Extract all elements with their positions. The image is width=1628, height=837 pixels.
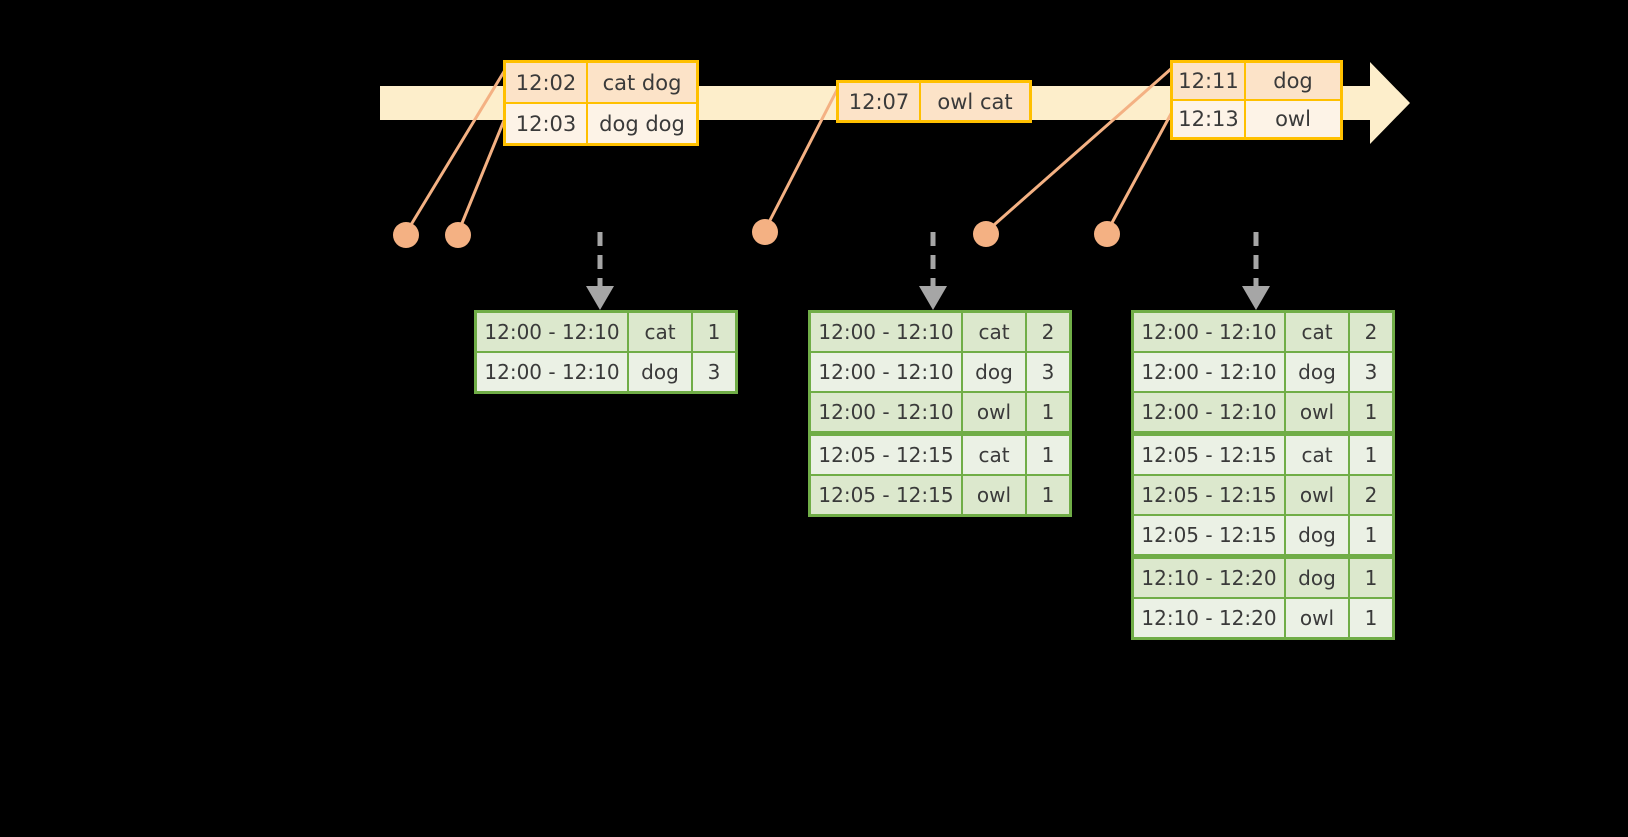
cell-word: dog: [629, 353, 691, 391]
connector-line-2: [456, 117, 507, 234]
cell-count: 3: [693, 353, 735, 391]
message-row: 12:07 owl cat: [839, 83, 1029, 120]
cell-count: 1: [1027, 476, 1069, 514]
table-row: 12:00 - 12:10 owl 1: [1134, 393, 1392, 431]
cell-word: cat: [963, 436, 1025, 474]
message-time: 12:03: [506, 104, 588, 143]
cell-word: owl: [963, 393, 1025, 431]
cell-window: 12:05 - 12:15: [1134, 476, 1284, 514]
cell-word: owl: [1286, 476, 1348, 514]
connector-line-3: [763, 87, 840, 231]
dashed-arrow-head-1: [586, 286, 614, 310]
cell-count: 2: [1027, 313, 1069, 351]
message-box-1[interactable]: 12:02 cat dog 12:03 dog dog: [503, 60, 699, 146]
cell-window: 12:10 - 12:20: [1134, 559, 1284, 597]
cell-window: 12:00 - 12:10: [477, 353, 627, 391]
cell-window: 12:00 - 12:10: [1134, 353, 1284, 391]
cell-window: 12:05 - 12:15: [1134, 516, 1284, 554]
table-row: 12:05 - 12:15 dog 1: [1134, 516, 1392, 554]
cell-window: 12:05 - 12:15: [811, 436, 961, 474]
table-row: 12:05 - 12:15 owl 1: [811, 476, 1069, 514]
cell-word: cat: [1286, 436, 1348, 474]
event-dot: [752, 219, 778, 245]
cell-window: 12:10 - 12:20: [1134, 599, 1284, 637]
cell-word: cat: [963, 313, 1025, 351]
event-dot: [973, 221, 999, 247]
result-table-3[interactable]: 12:00 - 12:10 cat 2 12:00 - 12:10 dog 3 …: [1131, 310, 1395, 640]
message-row: 12:11 dog: [1173, 63, 1340, 99]
cell-word: dog: [1286, 559, 1348, 597]
event-dot: [1094, 221, 1120, 247]
cell-word: owl: [1286, 393, 1348, 431]
cell-count: 1: [1350, 393, 1392, 431]
event-dot: [393, 222, 419, 248]
dashed-arrow-head-2: [919, 286, 947, 310]
table-row: 12:00 - 12:10 owl 1: [811, 393, 1069, 431]
cell-count: 1: [1350, 436, 1392, 474]
message-text: dog: [1273, 69, 1313, 93]
message-time: 12:07: [839, 83, 921, 120]
cell-count: 1: [1350, 516, 1392, 554]
table-row: 12:05 - 12:15 cat 1: [1134, 436, 1392, 474]
table-row: 12:05 - 12:15 owl 2: [1134, 476, 1392, 514]
message-row: 12:02 cat dog: [506, 63, 696, 102]
cell-window: 12:05 - 12:15: [811, 476, 961, 514]
cell-window: 12:00 - 12:10: [811, 393, 961, 431]
event-dot-group: [393, 219, 1120, 248]
cell-window: 12:00 - 12:10: [1134, 313, 1284, 351]
cell-count: 2: [1350, 313, 1392, 351]
table-row: 12:00 - 12:10 dog 3: [811, 353, 1069, 391]
cell-count: 1: [1027, 393, 1069, 431]
dashed-arrow-head-3: [1242, 286, 1270, 310]
message-box-3[interactable]: 12:11 dog 12:13 owl: [1170, 60, 1343, 140]
message-box-2[interactable]: 12:07 owl cat: [836, 80, 1032, 123]
message-time: 12:13: [1173, 101, 1246, 137]
message-time: 12:11: [1173, 63, 1246, 99]
cell-word: owl: [963, 476, 1025, 514]
message-time: 12:02: [506, 63, 588, 102]
cell-word: cat: [1286, 313, 1348, 351]
table-row: 12:05 - 12:15 cat 1: [811, 436, 1069, 474]
table-row: 12:00 - 12:10 cat 2: [1134, 313, 1392, 351]
message-text: cat dog: [602, 70, 682, 95]
table-row: 12:00 - 12:10 dog 3: [477, 353, 735, 391]
cell-count: 1: [1350, 559, 1392, 597]
dashed-arrow-heads: [586, 286, 1270, 310]
message-row: 12:03 dog dog: [506, 102, 696, 143]
dashed-arrow-group: [597, 232, 1259, 286]
message-text: owl cat: [937, 89, 1013, 114]
result-table-2[interactable]: 12:00 - 12:10 cat 2 12:00 - 12:10 dog 3 …: [808, 310, 1072, 517]
cell-window: 12:00 - 12:10: [811, 313, 961, 351]
message-text: owl: [1275, 107, 1311, 131]
cell-count: 3: [1350, 353, 1392, 391]
cell-word: cat: [629, 313, 691, 351]
table-row: 12:10 - 12:20 owl 1: [1134, 599, 1392, 637]
cell-count: 1: [1350, 599, 1392, 637]
table-row: 12:00 - 12:10 cat 2: [811, 313, 1069, 351]
connector-line-1: [404, 69, 507, 234]
cell-window: 12:00 - 12:10: [1134, 393, 1284, 431]
cell-count: 3: [1027, 353, 1069, 391]
event-dot: [445, 222, 471, 248]
table-row: 12:00 - 12:10 cat 1: [477, 313, 735, 351]
cell-word: dog: [963, 353, 1025, 391]
table-row: 12:10 - 12:20 dog 1: [1134, 559, 1392, 597]
cell-count: 1: [693, 313, 735, 351]
table-row: 12:00 - 12:10 dog 3: [1134, 353, 1392, 391]
cell-window: 12:00 - 12:10: [477, 313, 627, 351]
connector-line-5: [1105, 111, 1174, 233]
cell-count: 2: [1350, 476, 1392, 514]
cell-word: dog: [1286, 516, 1348, 554]
message-text: dog dog: [599, 111, 685, 136]
cell-word: owl: [1286, 599, 1348, 637]
message-row: 12:13 owl: [1173, 99, 1340, 137]
cell-window: 12:00 - 12:10: [811, 353, 961, 391]
cell-count: 1: [1027, 436, 1069, 474]
result-table-1[interactable]: 12:00 - 12:10 cat 1 12:00 - 12:10 dog 3: [474, 310, 738, 394]
cell-window: 12:05 - 12:15: [1134, 436, 1284, 474]
cell-word: dog: [1286, 353, 1348, 391]
